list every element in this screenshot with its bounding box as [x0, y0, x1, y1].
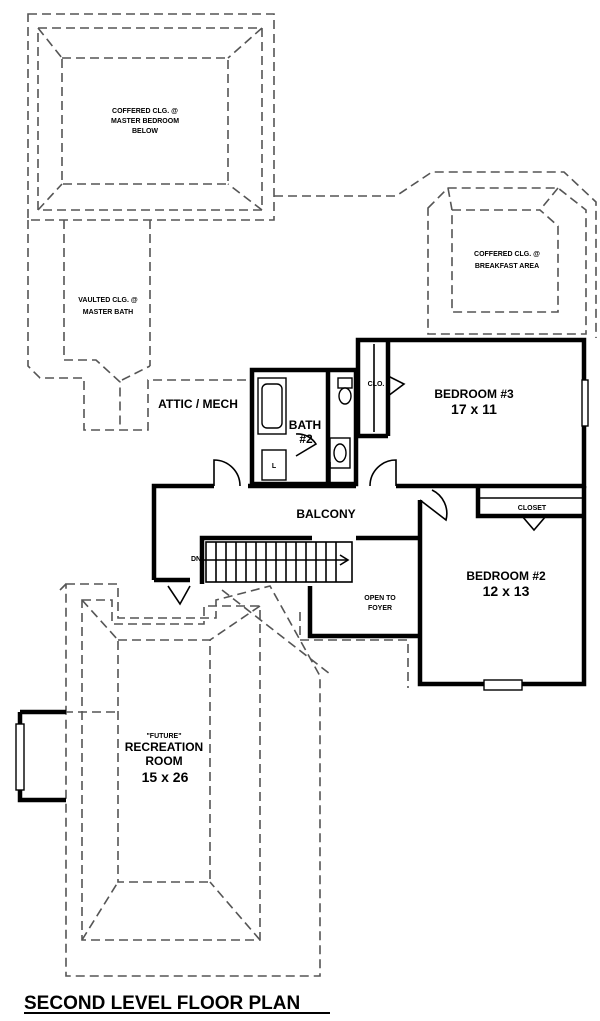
fixtures	[15, 344, 589, 791]
balcony-label: BALCONY	[296, 507, 355, 521]
stairs	[200, 541, 353, 583]
future-label: "FUTURE"	[146, 733, 181, 740]
coffered-master-line2: MASTER BEDROOM	[111, 118, 179, 125]
vaulted-bath-line1: VAULTED CLG. @	[78, 297, 138, 304]
linen-label: L	[272, 463, 277, 470]
plan-title: SECOND LEVEL FLOOR PLAN	[24, 993, 300, 1014]
recreation-room-word: ROOM	[145, 754, 182, 768]
stair-down-label: DN	[191, 556, 201, 563]
recreation-name: RECREATION	[125, 740, 203, 754]
bedroom3-name: BEDROOM #3	[434, 387, 514, 401]
coffered-breakfast-line1: COFFERED CLG. @	[474, 251, 540, 258]
coffered-master-line1: COFFERED CLG. @	[112, 108, 178, 115]
coffered-master-line3: BELOW	[132, 128, 158, 135]
bedroom3-size: 17 x 11	[451, 401, 497, 417]
room-labels: COFFERED CLG. @ MASTER BEDROOM BELOW COF…	[78, 108, 547, 785]
doors	[167, 375, 547, 606]
attic-mech-label: ATTIC / MECH	[158, 397, 238, 411]
closet-small-label: CLO.	[368, 381, 385, 388]
bath2-name: BATH	[289, 418, 321, 432]
coffered-breakfast-line2: BREAKFAST AREA	[475, 263, 539, 270]
vaulted-bath-line2: MASTER BATH	[83, 309, 133, 316]
open-to-foyer-line2: FOYER	[368, 605, 392, 612]
bath2-number: #2	[299, 432, 313, 446]
bedroom2-name: BEDROOM #2	[466, 569, 546, 583]
roof-outline-dashed	[22, 13, 597, 977]
walls	[17, 337, 587, 803]
bedroom2-size: 12 x 13	[483, 583, 530, 599]
open-to-foyer-line1: OPEN TO	[364, 595, 396, 602]
recreation-size: 15 x 26	[142, 769, 189, 785]
closet-label: CLOSET	[518, 505, 547, 512]
